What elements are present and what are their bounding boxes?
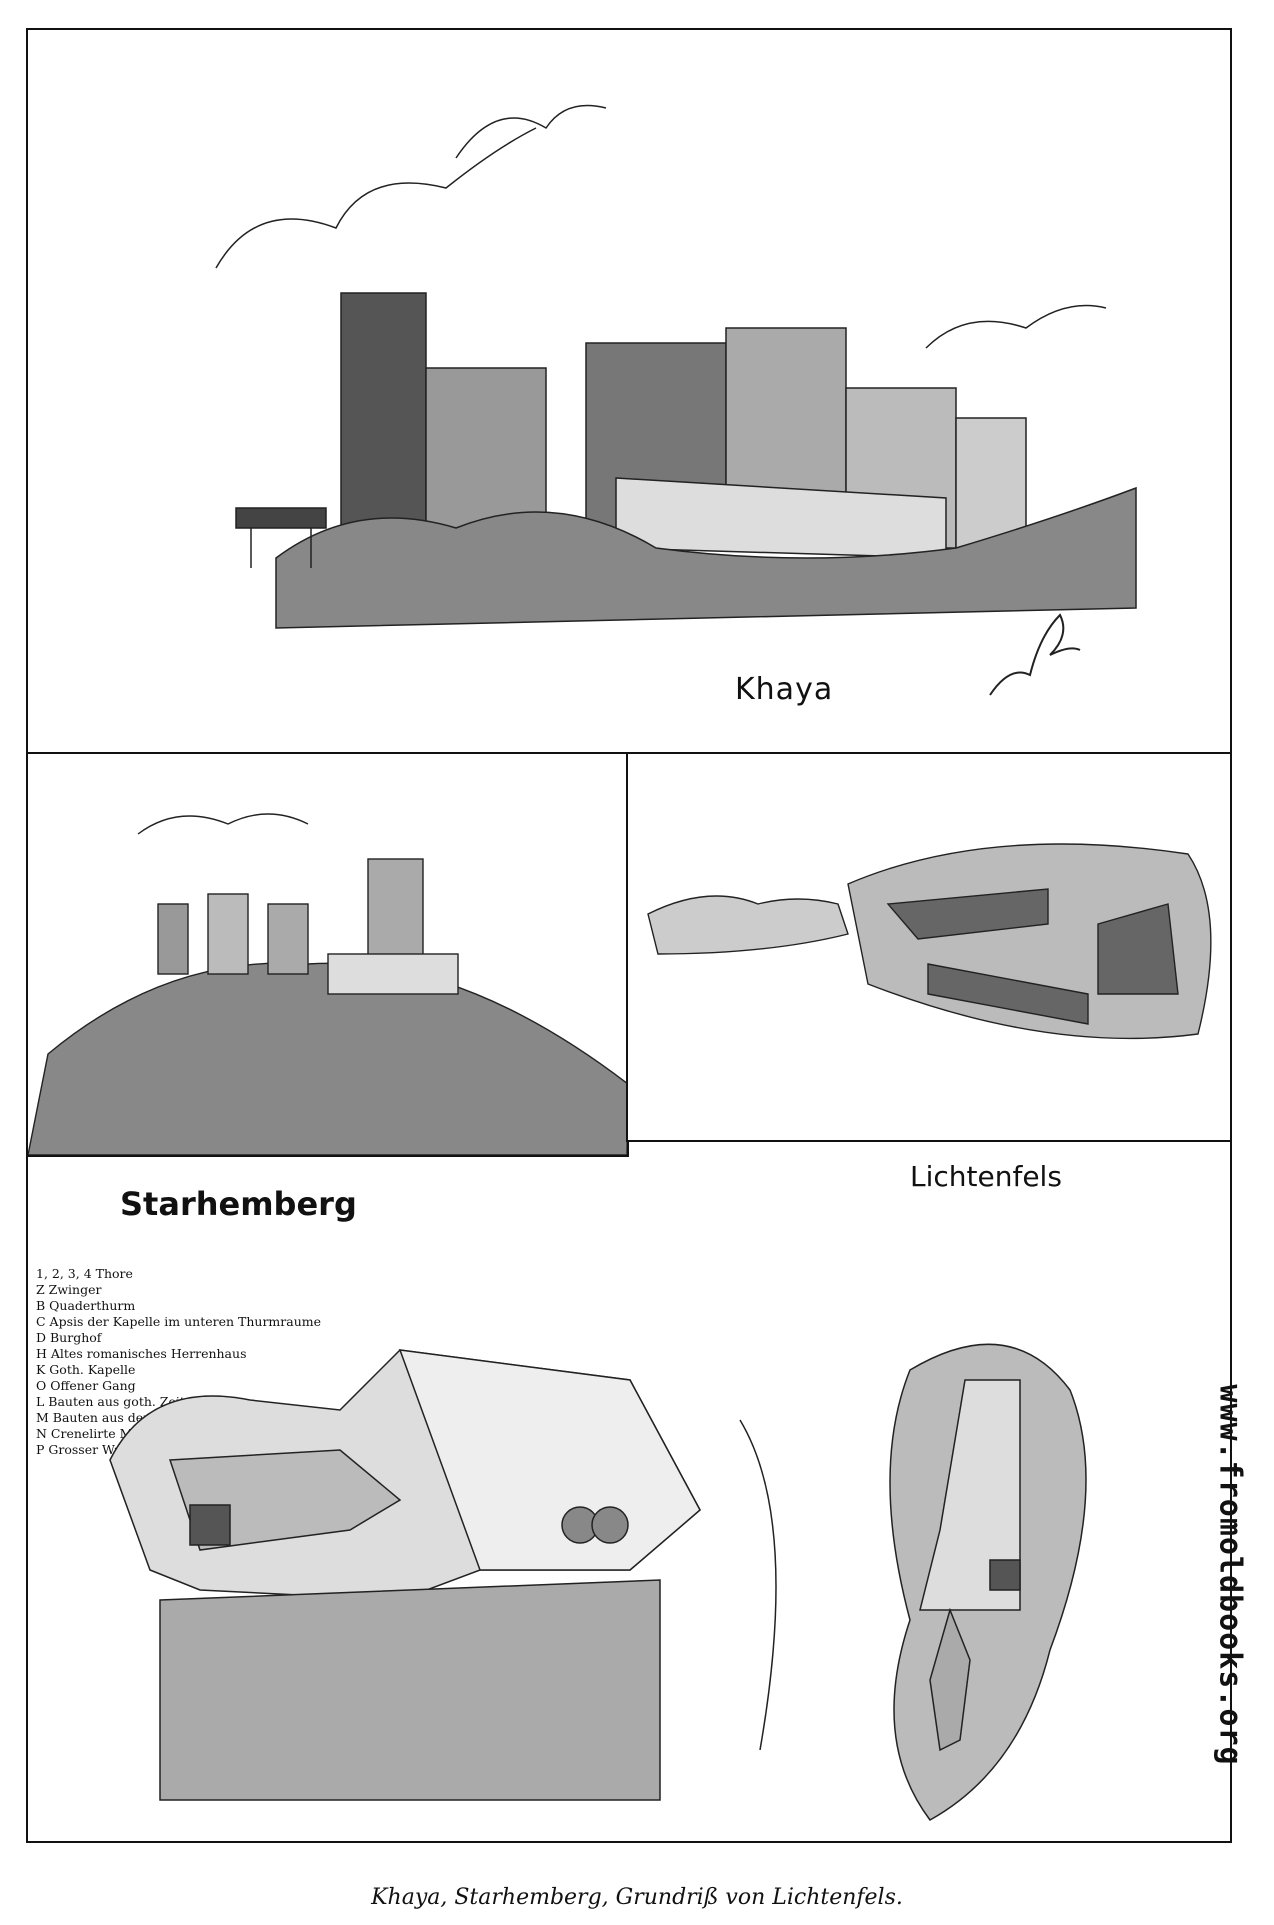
artist-signature (989, 613, 1081, 696)
legend-item: H Altes romanisches Herrenhaus (36, 1346, 247, 1361)
starhemberg-ruin-panel (26, 752, 629, 1157)
lichtenfels-floor-plan (889, 1343, 1087, 1821)
legend-item: L Bauten aus goth. Zeit (36, 1394, 185, 1409)
lichtenfels-plan-drawing (647, 843, 1212, 1040)
starhemberg-floor-plan (109, 1349, 777, 1801)
figure-caption: Khaya, Starhemberg, Grundriß von Lichten… (371, 1885, 903, 1910)
starhemberg-ruin-drawing (28, 813, 627, 1155)
khaya-title: Khaya (735, 672, 834, 707)
legend-item: O Offener Gang (36, 1378, 136, 1393)
khaya-castle-drawing (215, 104, 1137, 629)
starhemberg-title: Starhemberg (120, 1185, 357, 1223)
lichtenfels-upper-plan-panel (626, 752, 1232, 1142)
watermark: www.fromoldbooks.org (1210, 1255, 1250, 1895)
legend-item: C Apsis der Kapelle im unteren Thurmraum… (36, 1314, 322, 1329)
legend-item: B Quaderthurm (36, 1298, 136, 1313)
legend-item: Z Zwinger (36, 1282, 102, 1297)
watermark-text: www.fromoldbooks.org (1212, 1384, 1248, 1766)
lichtenfels-title: Lichtenfels (910, 1160, 1062, 1193)
khaya-panel (26, 28, 1232, 755)
legend-item: D Burghof (36, 1330, 102, 1345)
legend-item: K Goth. Kapelle (36, 1362, 136, 1377)
legend-item: 1, 2, 3, 4 Thore (36, 1266, 133, 1281)
